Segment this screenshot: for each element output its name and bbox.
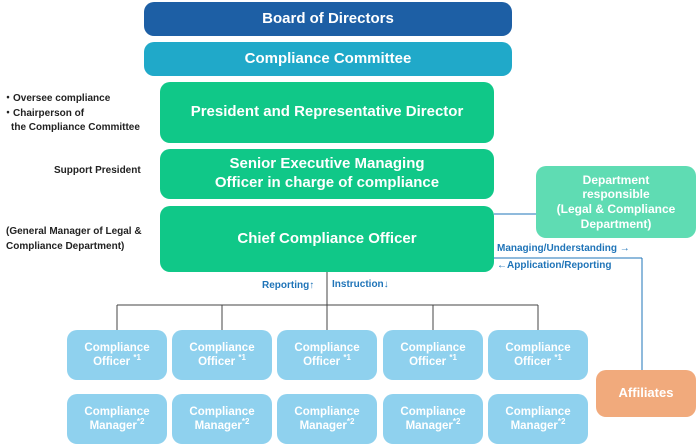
reporting-label: Reporting↑ <box>262 280 315 291</box>
note-support: Support President <box>54 165 141 176</box>
general-manager-note: (General Manager of Legal & Compliance D… <box>6 225 142 254</box>
department-line2: responsible <box>582 187 650 202</box>
manager-line2: Manager*2 <box>299 417 355 433</box>
compliance-committee-box: Compliance Committee <box>144 42 512 76</box>
compliance-officer-box: Compliance Officer *1 <box>67 330 167 380</box>
senior-executive-box: Senior Executive Managing Officer in cha… <box>160 149 494 199</box>
compliance-manager-box: Compliance Manager*2 <box>67 394 167 444</box>
department-line4: Department) <box>580 216 652 231</box>
manager-word: Manager <box>405 420 453 432</box>
support-note: Support President <box>54 164 141 179</box>
compliance-manager-box: Compliance Manager*2 <box>172 394 272 444</box>
compliance-officer-box: Compliance Officer *1 <box>383 330 483 380</box>
affiliates-box: Affiliates <box>596 370 696 417</box>
manager-line2: Manager*2 <box>89 417 145 433</box>
note-gm2: Compliance Department) <box>6 240 125 252</box>
senior-line2: Officer in charge of compliance <box>214 174 440 191</box>
president-box: President and Representative Director <box>160 82 494 143</box>
note-chair2: the Compliance Committee <box>11 122 140 133</box>
manager-line1: Compliance <box>505 405 571 418</box>
manager-word: Manager <box>510 420 558 432</box>
chief-compliance-officer-box: Chief Compliance Officer <box>160 206 494 272</box>
note-gm1: (General Manager of Legal & <box>6 226 142 237</box>
compliance-officer-box: Compliance Officer *1 <box>172 330 272 380</box>
officer-line1: Compliance <box>84 341 150 354</box>
manager-line2: Manager*2 <box>194 417 250 433</box>
note-chair1: ・Chairperson of <box>3 107 85 119</box>
officer-footnote: *1 <box>449 353 457 363</box>
manager-footnote: *2 <box>557 417 566 427</box>
department-responsible-box: Department responsible (Legal & Complian… <box>536 166 696 238</box>
officer-line1: Compliance <box>505 341 571 354</box>
manager-word: Manager <box>89 420 137 432</box>
committee-label: Compliance Committee <box>244 49 412 67</box>
manager-line1: Compliance <box>294 405 360 418</box>
board-label: Board of Directors <box>262 9 394 27</box>
department-line3: (Legal & Compliance <box>556 202 676 216</box>
note-oversee: ・Oversee compliance <box>3 93 111 104</box>
manager-line2: Manager*2 <box>405 417 461 433</box>
manager-line1: Compliance <box>189 405 255 418</box>
officer-line2: Officer *1 <box>514 353 562 369</box>
manager-footnote: *2 <box>136 417 145 427</box>
compliance-officer-box: Compliance Officer *1 <box>488 330 588 380</box>
officer-word: Officer <box>409 356 447 368</box>
manager-line1: Compliance <box>84 405 150 418</box>
officer-footnote: *1 <box>343 353 351 363</box>
officer-line2: Officer *1 <box>303 353 351 369</box>
officer-footnote: *1 <box>133 353 141 363</box>
instruction-label: Instruction↓ <box>332 279 389 290</box>
board-of-directors-box: Board of Directors <box>144 2 512 36</box>
officer-word: Officer <box>514 356 552 368</box>
officer-line1: Compliance <box>400 341 466 354</box>
affiliates-label: Affiliates <box>618 385 674 401</box>
department-line1: Department <box>582 172 650 187</box>
manager-line1: Compliance <box>400 405 466 418</box>
officer-line2: Officer *1 <box>93 353 141 369</box>
compliance-officer-box: Compliance Officer *1 <box>277 330 377 380</box>
cco-label: Chief Compliance Officer <box>237 229 417 247</box>
officer-word: Officer <box>93 356 131 368</box>
manager-word: Manager <box>299 420 347 432</box>
compliance-manager-box: Compliance Manager*2 <box>383 394 483 444</box>
manager-footnote: *2 <box>346 417 355 427</box>
officer-word: Officer <box>303 356 341 368</box>
president-label: President and Representative Director <box>190 103 464 121</box>
officer-footnote: *1 <box>554 353 562 363</box>
officer-line2: Officer *1 <box>198 353 246 369</box>
compliance-manager-box: Compliance Manager*2 <box>488 394 588 444</box>
compliance-manager-box: Compliance Manager*2 <box>277 394 377 444</box>
manager-footnote: *2 <box>452 417 461 427</box>
officer-footnote: *1 <box>238 353 246 363</box>
manager-line2: Manager*2 <box>510 417 566 433</box>
officer-line1: Compliance <box>294 341 360 354</box>
officer-line2: Officer *1 <box>409 353 457 369</box>
application-reporting-label: ←Application/Reporting <box>497 260 612 271</box>
officer-word: Officer <box>198 356 236 368</box>
senior-line1: Senior Executive Managing <box>229 155 425 173</box>
president-notes: ・Oversee compliance ・Chairperson of the … <box>3 92 153 136</box>
officer-line1: Compliance <box>189 341 255 354</box>
manager-word: Manager <box>194 420 242 432</box>
managing-understanding-label: Managing/Understanding → <box>497 243 630 254</box>
manager-footnote: *2 <box>241 417 250 427</box>
